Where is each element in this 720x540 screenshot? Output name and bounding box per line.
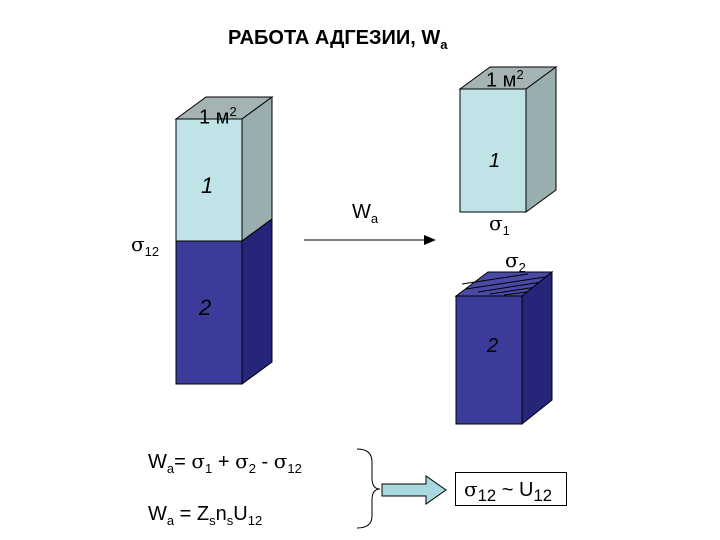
left-block-phase1-front	[175, 118, 243, 242]
slide-title: РАБОТА АДГЕЗИИ, Wa	[228, 27, 448, 52]
phase1-label-right: 1	[489, 150, 501, 172]
process-arrow	[304, 235, 436, 245]
result-box: σ12 ~ U12	[455, 472, 567, 506]
left-block-phase1-side	[241, 96, 273, 242]
sigma12-label: σ12	[131, 232, 160, 259]
area-label-right: 1 м2	[486, 67, 524, 92]
area-label-left: 1 м2	[199, 104, 237, 129]
right-block2-top-hatch	[461, 273, 551, 296]
left-block-phase2-front	[175, 240, 243, 385]
sigma1-label: σ1	[489, 211, 510, 238]
right-block1-front	[459, 88, 527, 213]
phase2-label-left: 2	[199, 295, 212, 320]
sigma2-label: σ2	[505, 248, 526, 275]
right-block1-side	[525, 66, 557, 213]
result-relation: σ12 ~ U12	[464, 477, 552, 505]
left-block-phase2-side	[241, 218, 273, 385]
right-block2-front	[455, 295, 523, 425]
equation-molecular-interaction: Wa = ZsnsU12	[148, 503, 263, 528]
result-block-arrow	[381, 475, 447, 505]
curly-brace	[356, 448, 381, 529]
work-adhesion-label: Wa	[352, 201, 379, 226]
equation-adhesion-work: Wa= σ1 + σ2 - σ12	[148, 449, 302, 476]
phase2-label-right: 2	[487, 335, 499, 357]
right-block2-side	[521, 270, 553, 426]
phase1-label-left: 1	[201, 173, 214, 198]
